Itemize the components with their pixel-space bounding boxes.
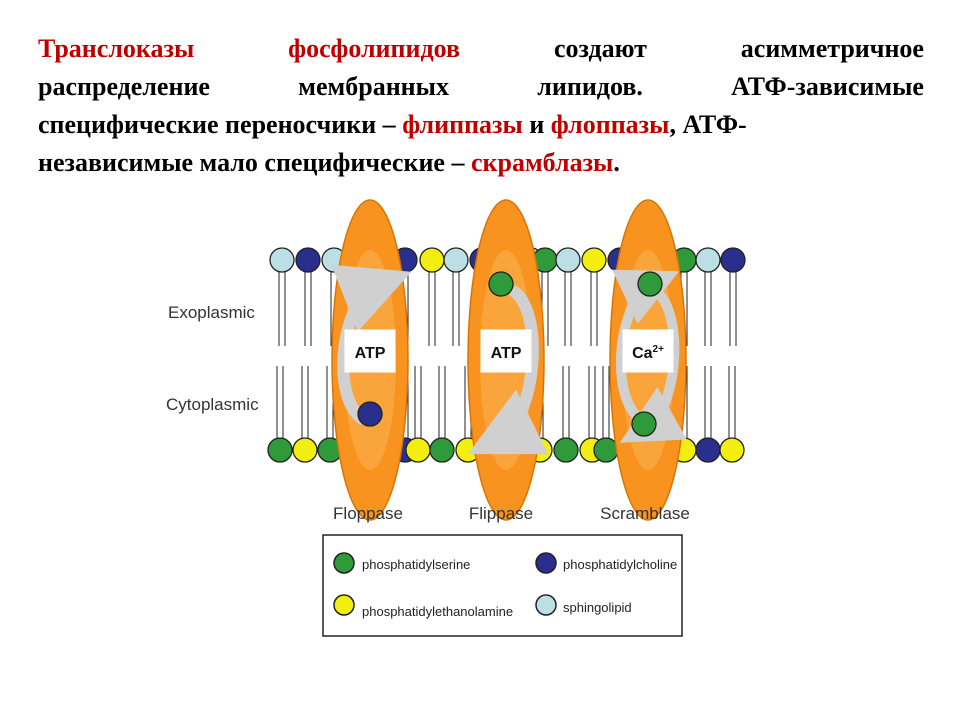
text-segment: независимые мало специфические – [38,148,471,177]
lipid-head [593,437,619,463]
lipid-head [555,247,581,273]
legend-label-phosphatidylserine: phosphatidylserine [362,557,470,572]
sphingolipid-swatch [535,594,557,616]
phosphatidylcholine-swatch [535,552,557,574]
outward-arrow [331,264,412,426]
floppase-protein: ATP [331,199,412,521]
lipid-head [581,247,607,273]
scramblase-label: Scramblase [600,504,690,523]
flippase-energy-box [480,329,532,373]
slide-text: Транслоказы фосфолипидов создают асиммет… [38,30,924,182]
exoplasmic-label: Exoplasmic [168,303,255,322]
lipid-head [695,437,721,463]
text-segment: . [613,148,620,177]
term-flippases: флиппазы [402,110,523,139]
legend-label-sphingolipid: sphingolipid [563,600,632,615]
phosphatidylethanolamine-swatch [333,594,355,616]
phosphatidylserine-head [631,411,657,437]
lipid-head [405,437,431,463]
word: АТФ-зависимые [731,72,924,101]
flippase-protein: ATP [467,199,549,521]
word: создают [553,34,647,63]
text-segment: , АТФ- [669,110,747,139]
text-line-1: Транслоказы фосфолипидов создают асиммет… [38,30,924,68]
phosphatidylcholine-head [357,401,383,427]
cytoplasmic-label: Cytoplasmic [166,395,259,414]
text-segment: специфические переносчики – [38,110,403,139]
lipid-head [720,247,746,273]
scramblase-energy-box [622,329,674,373]
legend-label-phosphatidylcholine: phosphatidylcholine [563,557,677,572]
lipid-head [269,247,295,273]
legend-label-phosphatidylethanolamine: phosphatidylethanolamine [362,604,513,619]
flippase-label: Flippase [469,504,533,523]
term-floppases: флоппазы [550,110,670,139]
lipid-head [267,437,293,463]
legend-box [322,534,683,637]
term-phospholipids: фосфолипидов [288,34,461,63]
floppase-label: Floppase [333,504,403,523]
floppase-energy-box [344,329,396,373]
phosphatidylserine-swatch [333,552,355,574]
word: мембранных [298,72,449,101]
lipid-head [292,437,318,463]
text-segment: и [522,110,551,139]
inward-arrow [619,285,687,443]
text-line-4: независимые мало специфические – скрамбл… [38,144,924,182]
lipid-head [443,247,469,273]
phosphatidylserine-head [488,271,514,297]
word: распределение [38,72,210,101]
translocase-proteins: ATP ATP Ca2+ [331,199,687,521]
inward-arrow [467,284,549,455]
lipid-head [719,437,745,463]
lipid-head [695,247,721,273]
floppase-energy-label: ATP [355,345,386,362]
superscript: 2+ [653,344,665,355]
lipid-head [553,437,579,463]
word: асимметричное [740,34,924,63]
word: липидов. [537,72,643,101]
lipid-head [429,437,455,463]
lipid-head [295,247,321,273]
lipid-head [419,247,445,273]
term-translocases: Транслоказы [38,34,195,63]
text-line-3: специфические переносчики – флиппазы и ф… [38,106,924,144]
text-line-2: распределение мембранных липидов. АТФ-за… [38,68,924,106]
phosphatidylserine-head [637,271,663,297]
term-scramblases: скрамблазы [470,148,614,177]
scramblase-protein: Ca2+ [609,199,687,521]
flippase-energy-label: ATP [491,345,522,362]
